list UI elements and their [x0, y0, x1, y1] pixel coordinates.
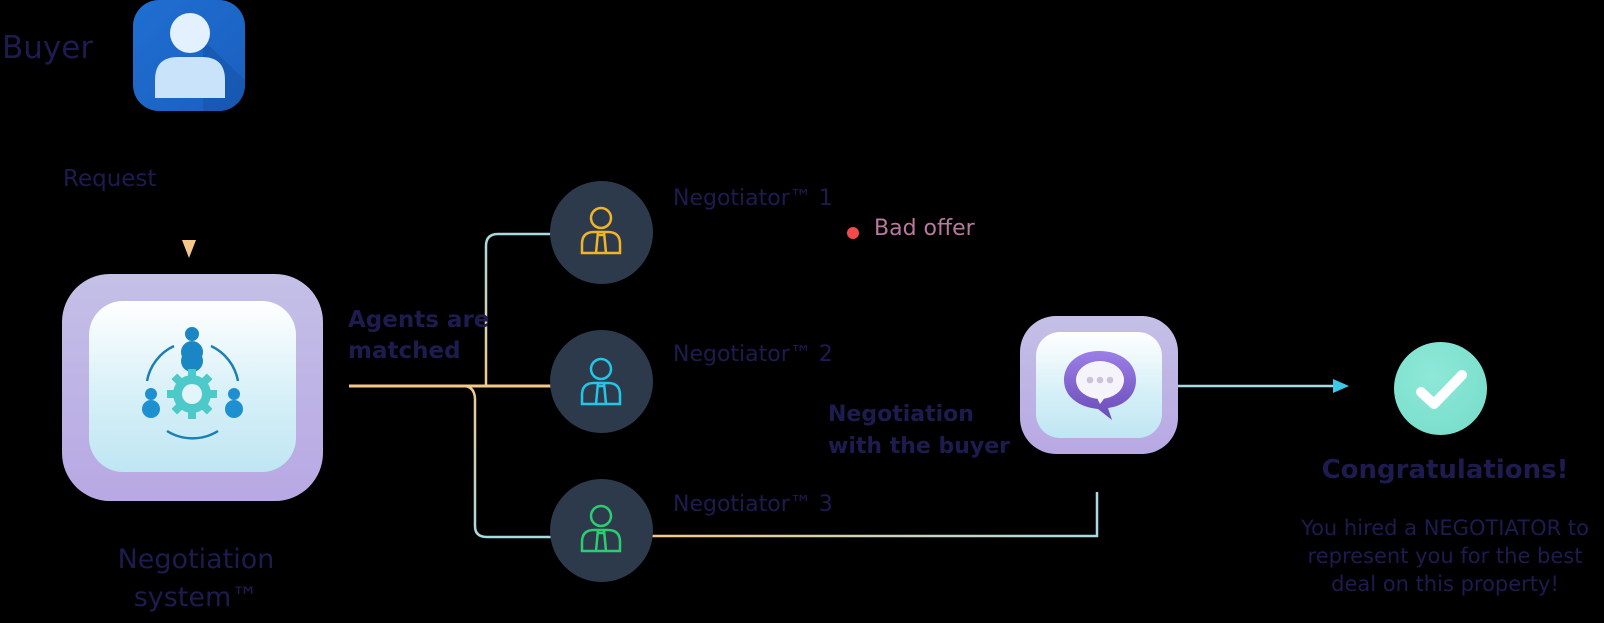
chat-bubble-icon: [1064, 351, 1136, 420]
result-line-2: represent you for the best: [1307, 544, 1583, 568]
businessman-icon: [580, 357, 622, 406]
result-line-1: You hired a NEGOTIATOR to: [1301, 516, 1589, 540]
system-label-line2: system™: [133, 582, 259, 613]
negotiator-3-line: [652, 492, 1099, 538]
businessman-icon: [580, 206, 622, 255]
request-arrowhead: [182, 240, 196, 258]
matched-label-line1: Agents are: [348, 307, 490, 333]
request-label: Request: [63, 166, 157, 192]
result-message: You hired a NEGOTIATOR to represent you …: [1286, 514, 1604, 598]
congratulations-title: Congratulations!: [1321, 455, 1569, 485]
bad-offer-label: Bad offer: [874, 216, 975, 241]
negotiation-chat-tile[interactable]: [1020, 316, 1178, 454]
businessman-icon: [580, 504, 622, 553]
negotiator-2-node[interactable]: [550, 330, 653, 433]
negotiator-3-node[interactable]: [550, 479, 653, 582]
negotiation-label-line1: Negotiation: [828, 402, 974, 427]
branch-up-line: [484, 232, 558, 386]
negotiation-system-label: Negotiation system™: [116, 541, 276, 617]
negotiation-system-tile[interactable]: [62, 274, 323, 501]
negotiator-1-node[interactable]: [550, 181, 653, 284]
negotiator-1-label: Negotiator™ 1: [673, 186, 833, 211]
negotiator-3-label: Negotiator™ 3: [673, 492, 833, 517]
system-label-line1: Negotiation: [117, 544, 275, 575]
checkmark-icon: [1416, 370, 1467, 409]
branch-down-line: [462, 384, 558, 539]
matched-label-line2: matched: [348, 338, 461, 364]
negotiator-2-label: Negotiator™ 2: [673, 342, 833, 367]
result-arrowhead: [1333, 379, 1349, 393]
user-icon: [155, 13, 245, 111]
negotiation-with-buyer-label: Negotiation with the buyer: [828, 399, 1010, 463]
buyer-label: Buyer: [2, 30, 94, 66]
agents-matched-label: Agents are matched: [348, 305, 489, 367]
success-check: [1394, 342, 1487, 435]
team-gear-icon: [142, 327, 243, 440]
result-line-3: deal on this property!: [1331, 572, 1559, 596]
negotiation-label-line2: with the buyer: [828, 434, 1010, 459]
bad-offer-dot: [847, 227, 859, 239]
buyer-tile[interactable]: [133, 0, 245, 111]
